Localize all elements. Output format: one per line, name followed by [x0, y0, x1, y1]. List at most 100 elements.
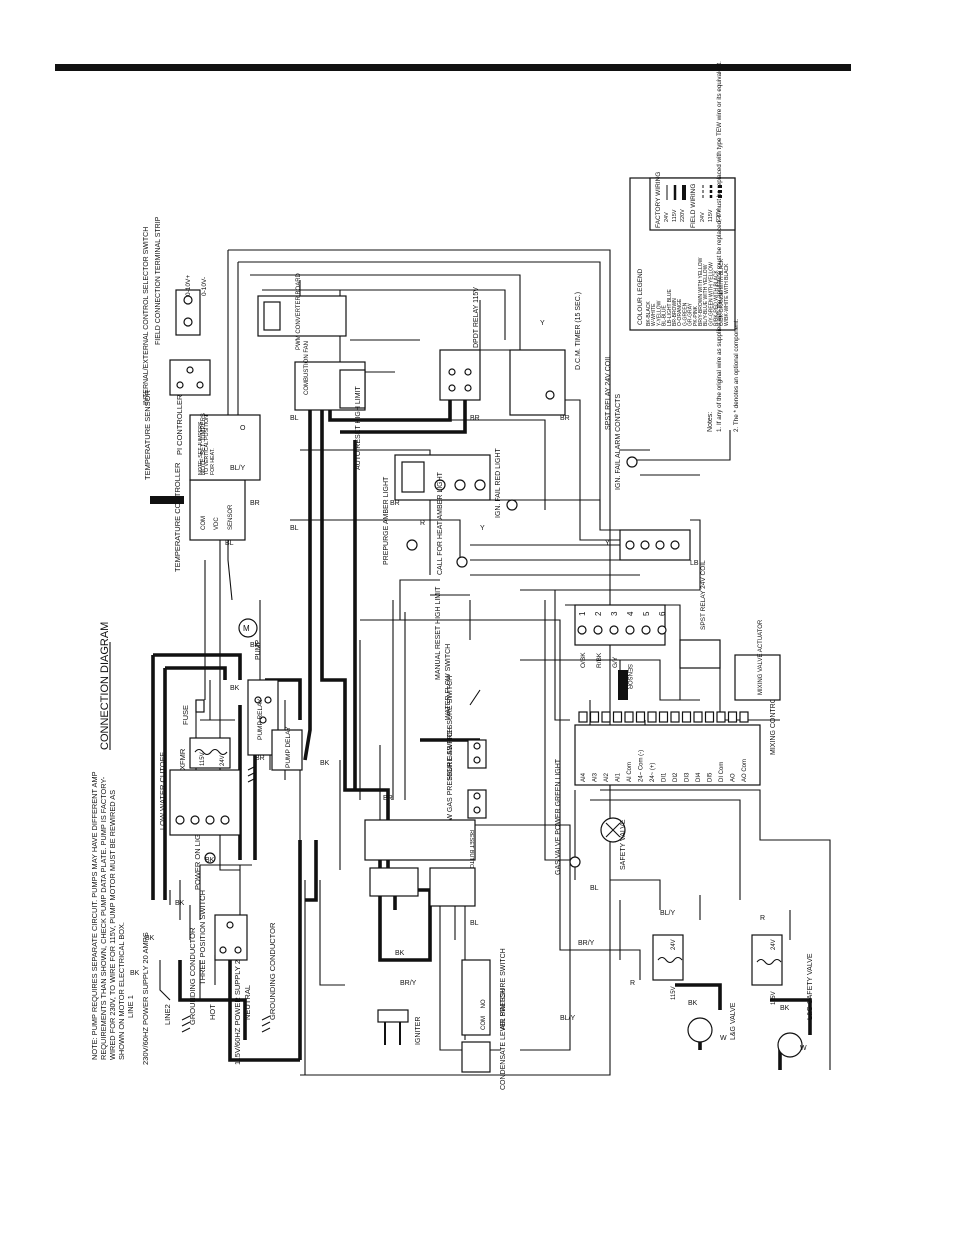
svg-text:NOTE: SET JUMPERS: NOTE: SET JUMPERS [201, 413, 207, 475]
mixing-terminal-label: 24~ Com (-) [639, 750, 645, 782]
temperature-sensor: TEMPERATURE SENSOR [143, 390, 184, 504]
strip-wire-label: R/BK [596, 652, 603, 668]
field-strip-label: FIELD CONNECTION TERMINAL STRIP [155, 216, 162, 345]
svg-text:BR: BR [560, 415, 570, 422]
mixing-terminal-box [658, 711, 669, 723]
pi-controller-note: NOTE: SET JUMPERS TO VERTICAL POSITION F… [198, 415, 216, 475]
mixing-terminal-label: AO Com [742, 759, 748, 782]
low-gas-switch-label: LOW GAS PRESSURE SWITCH [447, 727, 454, 830]
colour-legend-item: BK-BLACK [646, 301, 652, 326]
gas-valve-light: GAS VALVE POWER GREEN LIGHT [555, 758, 581, 875]
mixing-terminal-label: 24~ (+) [650, 763, 656, 782]
mixing-terminal-box [647, 711, 657, 723]
strip-terminal-number: 6 [658, 611, 667, 616]
svg-text:SENSOR: SENSOR [228, 504, 234, 530]
low-gas-pressure-switch: LOW GAS PRESSURE SWITCH [447, 727, 487, 830]
mixing-terminal-label: DI4 [696, 772, 702, 782]
high-gas-switch-label: HIGH GAS PRESSURE SWITCH [447, 676, 454, 780]
colour-legend-item: PK-PINK [693, 305, 699, 326]
notes: Notes: 1. If any of the original wire as… [707, 61, 740, 432]
mixing-terminal-label: AI3 [593, 772, 599, 782]
lg-safety-valve-label: L&G SAFETY VALVE [807, 953, 814, 1020]
colour-legend-item: Y-YELLOW [656, 300, 662, 326]
lg-valve-label: L&G VALVE [730, 1002, 737, 1040]
air-pressure-switch-label: AIR PRESSURE SWITCH [500, 948, 507, 1030]
igniter: IGNITER [377, 1009, 422, 1045]
mixing-terminal-box [589, 711, 600, 723]
fuse-label: FUSE [181, 705, 190, 725]
strip-wire-label: G/Y [612, 656, 619, 668]
low-water-cutoff-label: LOW WATER CUTOFF [158, 752, 167, 830]
mixing-terminal-box [670, 711, 680, 723]
sensor-label: SENSOR [626, 664, 632, 690]
igniter-label: IGNITER [415, 1017, 422, 1045]
mixing-terminal-label: DI3 [685, 772, 691, 782]
ground-symbols [181, 765, 271, 1033]
mixing-terminal-box [612, 711, 623, 723]
selector-switch-label: INTERNAL/EXTERNAL CONTROL SELECTOR SWITC… [143, 227, 150, 405]
ign-fail-contacts-label: IGN. FAIL ALARM CONTACTS [615, 394, 622, 490]
power-supply-115-label: 115V/60HZ POWER SUPPLY 20 AMPS [233, 933, 242, 1065]
call-for-heat-label: CALL FOR HEAT AMBER LIGHT [437, 471, 444, 575]
dcm-timer: D.C.M. TIMER (15 SEC.) [509, 292, 582, 416]
mixing-control-label: MIXING CONTROL [770, 694, 777, 755]
transformer-xfmr: 115V 24V XFMR [178, 737, 231, 770]
wiring-line-samples [666, 185, 722, 200]
pump-note: NOTE: PUMP REQUIRES SEPARATE CIRCUIT. PU… [90, 771, 126, 1060]
three-position-switch: THREE POSITION SWITCH [198, 890, 248, 985]
temperature-controller-label: TEMPERATURE CONTROLLER [173, 462, 182, 572]
svg-text:BL: BL [590, 885, 599, 892]
wiring-voltage-label: 24V [664, 212, 670, 222]
svg-text:BK: BK [145, 935, 155, 942]
svg-text:24V: 24V [671, 939, 677, 950]
air-com: COM [481, 1016, 487, 1030]
colour-legend-item: W/BK-WHITE WITH BLACK [724, 263, 730, 326]
pump-note-text: NOTE: PUMP REQUIRES SEPARATE CIRCUIT. PU… [90, 771, 126, 1060]
mixing-terminal-label: AI1 [616, 772, 622, 782]
mixing-terminal-label: DI5 [708, 772, 714, 782]
mixing-terminal-label: AI4 [581, 772, 587, 782]
fuse: FUSE [181, 699, 205, 725]
mixing-terminal-box [635, 711, 646, 723]
field-minus-label: 0-10V- [201, 277, 208, 296]
svg-text:24V: 24V [771, 939, 777, 950]
svg-text:R: R [630, 980, 635, 987]
colour-legend-item: GR-GRAY [688, 302, 694, 326]
colour-legend-item: BR/Y-BROWN WITH YELLOW [698, 257, 704, 326]
temperature-sensor-label: TEMPERATURE SENSOR [143, 390, 152, 480]
air-no: NO [481, 999, 487, 1008]
strip-terminal [657, 625, 667, 635]
svg-text:R: R [760, 915, 765, 922]
svg-text:BK: BK [780, 1005, 790, 1012]
pump-label: PUMP [255, 639, 262, 660]
air-pressure-switch: COM NO AIR PRESSURE SWITCH [461, 948, 507, 1036]
combustion-fan-label: COMBUSTION FAN [304, 341, 310, 395]
grounding-conductor-2-label: GROUNDING CONDUCTOR [268, 922, 277, 1020]
wiring-24v [159, 249, 831, 1076]
pump-relay-label: PUMP RELAY [257, 698, 264, 740]
water-flow-switch: WATER FLOW SWITCH [445, 644, 481, 720]
field-wiring-label: FIELD WIRING [690, 184, 697, 228]
condensate-level-switch: CONDENSATE LEVEL SWITCH [461, 989, 507, 1090]
combustion-fan: COMBUSTION FAN [294, 341, 366, 411]
spst-relay-1: SPST RELAY 24V COIL IGN. FAIL ALARM CONT… [605, 355, 638, 490]
diagram-title: CONNECTION DIAGRAM [99, 622, 111, 750]
note-2: 2. The * denotes an optional component. [733, 318, 740, 432]
high-gas-pressure-switch: HIGH GAS PRESSURE SWITCH [447, 676, 487, 780]
svg-text:BL: BL [290, 415, 299, 422]
mixing-valve-label: MIXING VALVE ACTUATOR [758, 619, 764, 695]
strip-terminal-number: 2 [594, 611, 603, 616]
lg-valve-transformer: 24V 115V [652, 934, 684, 1000]
svg-text:115V: 115V [771, 991, 777, 1005]
svg-text:BR: BR [255, 755, 265, 762]
colour-legend-item: BR-BROWN [672, 298, 678, 326]
line1-label: LINE 1 [126, 995, 135, 1018]
mixing-terminal-label: DI1 [662, 772, 668, 782]
svg-text:BL/Y: BL/Y [560, 1015, 576, 1022]
manual-reset-label: MANUAL RESET HIGH LIMIT [435, 586, 442, 680]
